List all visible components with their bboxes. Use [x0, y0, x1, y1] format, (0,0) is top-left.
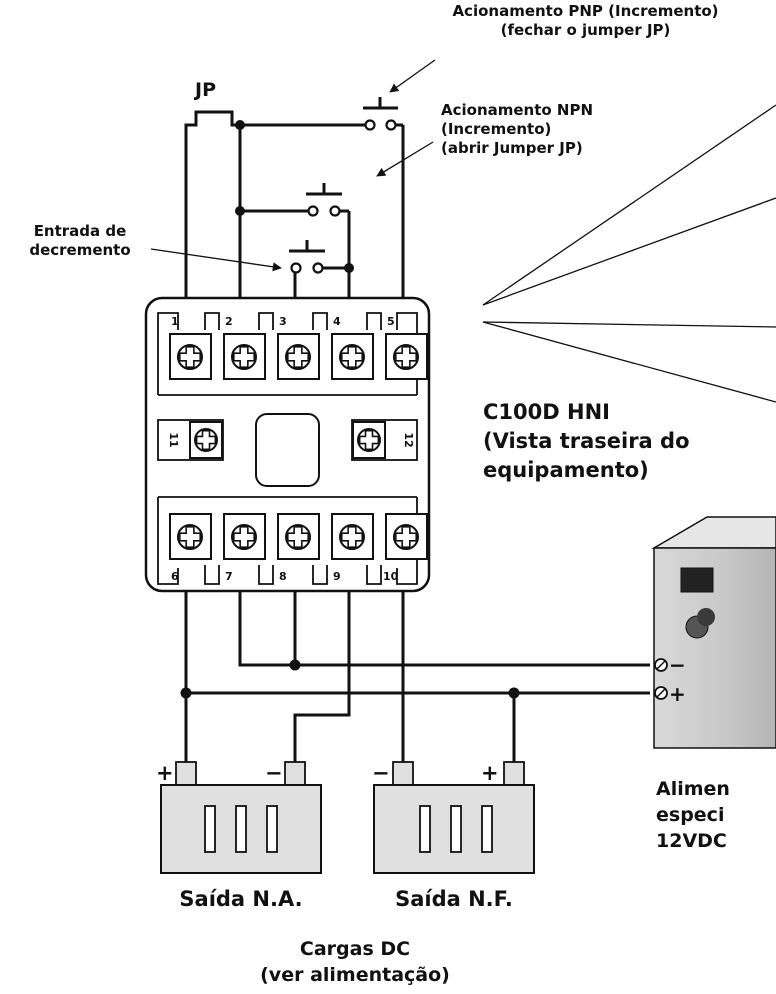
npn-label-line1: Acionamento NPN: [441, 101, 594, 119]
load-na: [160, 761, 322, 874]
screw-head-icon: [177, 344, 203, 370]
supply-label-line3: 12VDC: [656, 830, 727, 852]
load-nf: [373, 761, 535, 874]
decrement-label-line2: decremento: [29, 241, 131, 259]
device-label: C100D HNI (Vista traseira do equipamento…: [483, 398, 690, 485]
terminal-7: 7: [225, 570, 233, 583]
screw-head-icon: [285, 524, 311, 550]
loads-label-line1: Cargas DC: [299, 938, 411, 960]
npn-label: Acionamento NPN (Incremento) (abrir Jump…: [441, 101, 593, 158]
screw-head-icon: [357, 428, 381, 452]
power-supply: [651, 516, 776, 749]
terminal-9: 9: [333, 570, 341, 583]
screw-head-icon: [393, 524, 419, 550]
loads-label-line2: (ver alimentação): [260, 964, 450, 986]
npn-label-line3: (abrir Jumper JP): [441, 139, 583, 157]
npn-label-line2: (Incremento): [441, 120, 552, 138]
decrement-label-line1: Entrada de: [33, 222, 127, 240]
pnp-label-line1: Acionamento PNP (Incremento): [452, 2, 719, 20]
terminal-numbers: 1 2 3 4 5 6 7 8 9 10 11 12: [167, 315, 415, 583]
supply-minus-sign: −: [669, 653, 686, 677]
screws-bottom: [169, 513, 428, 560]
bottom-junctions: [180, 659, 520, 699]
terminal-6: 6: [171, 570, 179, 583]
supply-terminals: [654, 658, 668, 700]
loads-label: Cargas DC (ver alimentação): [200, 936, 510, 988]
device-label-line3: equipamento): [483, 458, 649, 482]
pnp-label-line2: (fechar o jumper JP): [500, 21, 671, 39]
screw-head-icon: [177, 524, 203, 550]
supply-label: Alimen especi 12VDC: [656, 776, 776, 854]
output-na-label: Saída N.A.: [179, 887, 303, 911]
screw-head-icon: [231, 524, 257, 550]
terminal-5: 5: [387, 315, 395, 328]
supply-label-line1: Alimen: [656, 778, 730, 800]
load-polarity-signs: + − − +: [156, 761, 499, 785]
supply-label-line2: especi: [656, 804, 725, 826]
terminal-2: 2: [225, 315, 233, 328]
supply-plus-sign: +: [669, 682, 686, 706]
load-nf-plus: +: [481, 761, 499, 785]
top-wiring: [238, 123, 405, 310]
terminal-3: 3: [279, 315, 287, 328]
screw-head-icon: [339, 344, 365, 370]
screw-head-icon: [339, 524, 365, 550]
device-label-line1: C100D HNI: [483, 400, 610, 424]
screw-head-icon: [231, 344, 257, 370]
terminal-12: 12: [402, 432, 415, 447]
pnp-pushbutton: [363, 97, 398, 131]
load-na-plus: +: [156, 761, 174, 785]
output-nf-label: Saída N.F.: [395, 887, 513, 911]
jumper-jp: [184, 110, 242, 310]
junction-dots: [235, 120, 354, 273]
terminal-4: 4: [333, 315, 341, 328]
terminal-10: 10: [383, 570, 399, 583]
decrement-pushbutton: [289, 240, 325, 274]
screw-head-icon: [393, 344, 419, 370]
terminal-1: 1: [171, 315, 179, 328]
decrement-label: Entrada de decremento: [10, 222, 150, 260]
npn-pushbutton: [306, 183, 342, 217]
terminal-8: 8: [279, 570, 287, 583]
bottom-wiring: [184, 591, 650, 762]
terminal-11: 11: [167, 432, 180, 447]
screw-head-icon: [194, 428, 218, 452]
screws-top: [169, 333, 428, 380]
screw-head-icon: [285, 344, 311, 370]
load-nf-minus: −: [372, 761, 390, 785]
pointer-lines: [150, 59, 776, 403]
device-label-line2: (Vista traseira do: [483, 429, 690, 453]
load-na-minus: −: [265, 761, 283, 785]
jumper-label: JP: [193, 79, 216, 101]
pnp-label: Acionamento PNP (Incremento) (fechar o j…: [395, 2, 776, 40]
screw-heads: [177, 344, 419, 550]
